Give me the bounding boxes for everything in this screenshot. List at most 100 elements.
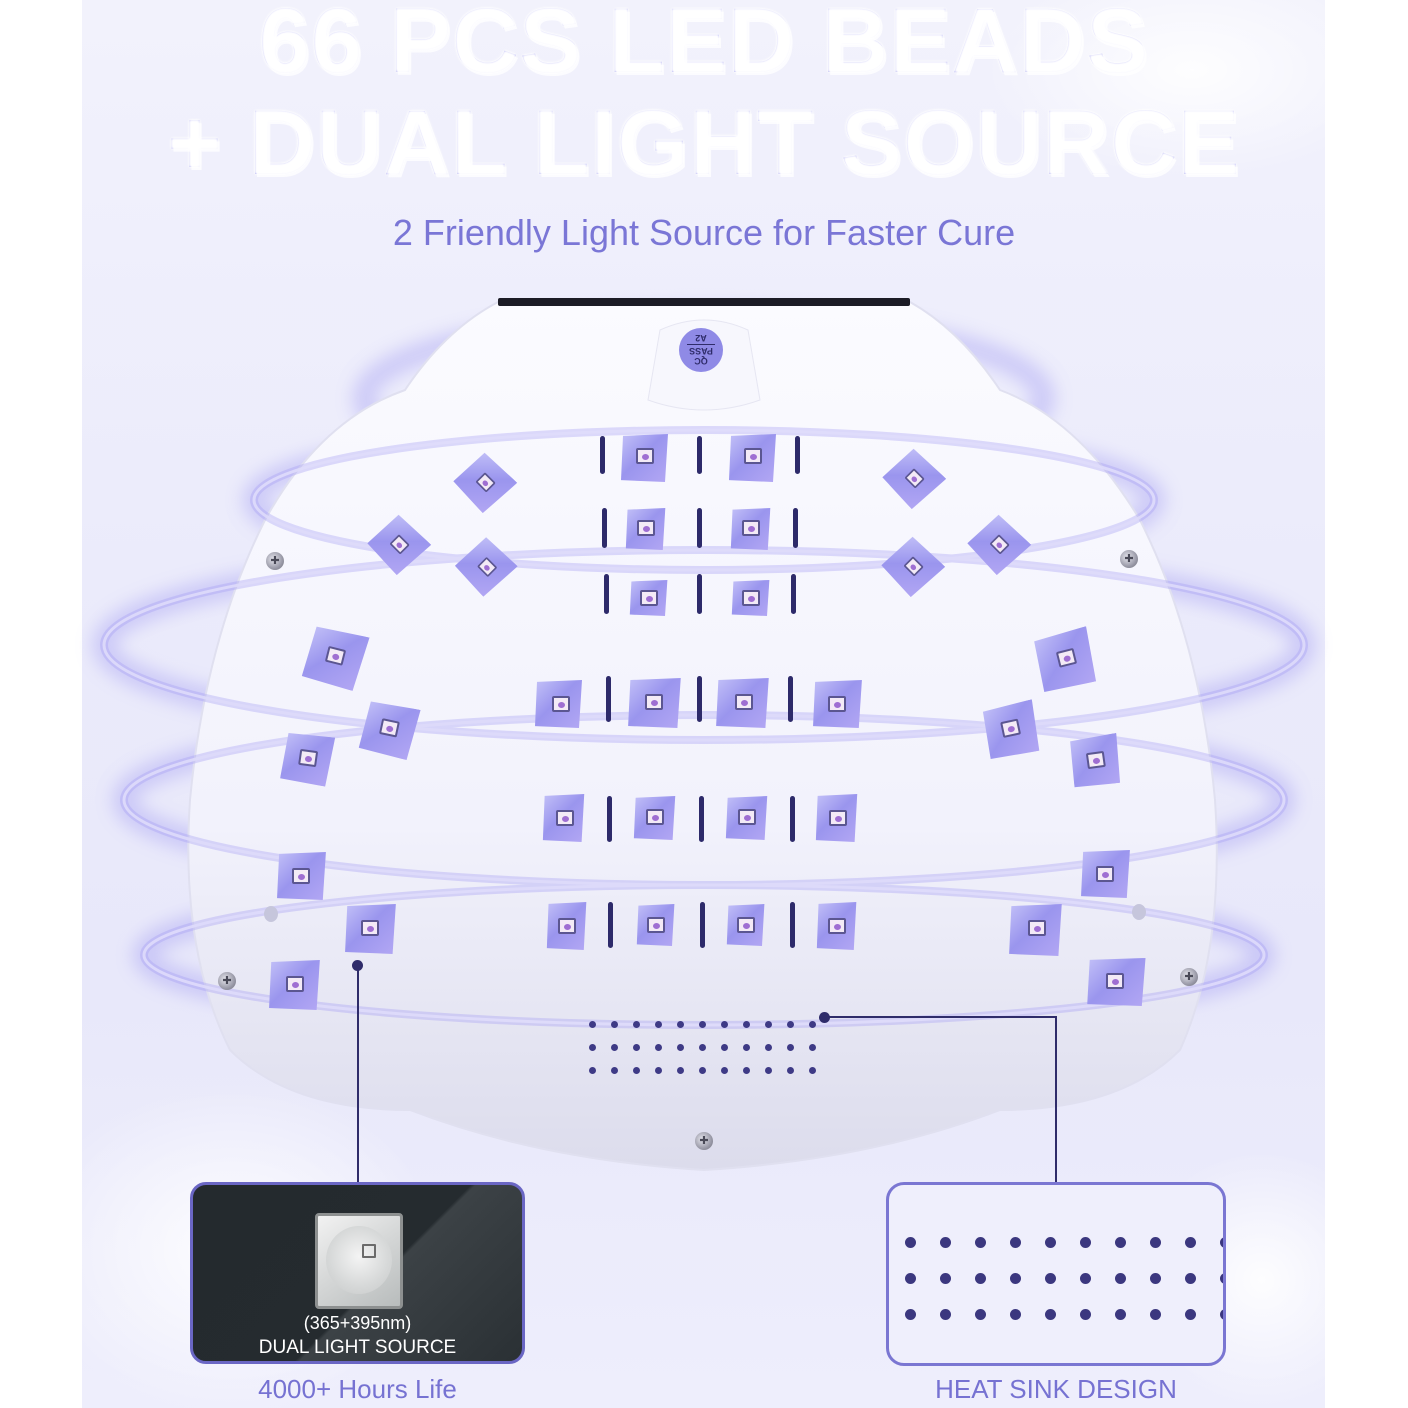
screw-icon: [1180, 968, 1198, 986]
vent-dot: [743, 1067, 750, 1074]
led-bead: [812, 680, 864, 728]
vent-dot: [699, 1067, 706, 1074]
vent-dot: [765, 1044, 772, 1051]
vent-dot: [1080, 1309, 1091, 1320]
vent-dot: [1010, 1237, 1021, 1248]
vent-slot: [790, 902, 795, 948]
vent-slot: [606, 676, 611, 722]
vent-slot: [790, 796, 795, 842]
qc-text: PASS: [689, 346, 713, 356]
callout-line: [826, 1016, 1056, 1018]
vent-slot: [791, 574, 796, 614]
led-bead: [730, 508, 772, 550]
vent-slot: [697, 436, 702, 474]
vent-dot: [699, 1044, 706, 1051]
screw-icon: [218, 972, 236, 990]
heat-sink-caption: HEAT SINK DESIGN: [935, 1374, 1177, 1404]
vent-dot: [765, 1021, 772, 1028]
led-bead: [636, 904, 676, 946]
led-bead: [627, 678, 683, 728]
led-bead: [1067, 733, 1125, 790]
vent-dot: [809, 1044, 816, 1051]
led-bead: [633, 796, 677, 840]
vent-slot: [600, 436, 605, 474]
led-bead: [629, 580, 669, 616]
vent-dot: [1045, 1273, 1056, 1284]
subtitle: 2 Friendly Light Source for Faster Cure: [392, 212, 1016, 253]
vent-dot: [940, 1309, 951, 1320]
vent-dot: [743, 1021, 750, 1028]
vent-dot: [787, 1044, 794, 1051]
mount-hole: [1132, 904, 1146, 920]
vent-dot: [721, 1021, 728, 1028]
vent-dot: [633, 1044, 640, 1051]
vent-dot: [975, 1273, 986, 1284]
led-bead: [731, 580, 771, 616]
vent-dot: [589, 1044, 596, 1051]
led-bead: [1086, 958, 1148, 1006]
screw-icon: [1120, 550, 1138, 568]
vent-slot: [700, 902, 705, 948]
vent-dot: [765, 1067, 772, 1074]
vent-slot: [602, 508, 607, 548]
vent-dot: [1045, 1237, 1056, 1248]
vent-dot: [809, 1021, 816, 1028]
vent-slot: [788, 676, 793, 722]
vent-dot: [1220, 1273, 1223, 1284]
led-bead: [1008, 904, 1064, 956]
led-bead: [815, 794, 859, 842]
vent-slot: [608, 902, 613, 948]
vent-dot: [677, 1021, 684, 1028]
vent-dot: [655, 1067, 662, 1074]
led-bead: [546, 902, 588, 950]
vent-dot: [611, 1044, 618, 1051]
vent-slot: [697, 508, 702, 548]
led-bead: [715, 678, 771, 728]
vent-dot: [1010, 1273, 1021, 1284]
vent-dot: [1080, 1273, 1091, 1284]
mount-hole: [264, 906, 278, 922]
vent-dot: [787, 1021, 794, 1028]
led-bead: [276, 852, 328, 900]
vent-dot: [633, 1021, 640, 1028]
vent-slot: [795, 436, 800, 474]
vent-dot: [940, 1273, 951, 1284]
vent-dot: [1220, 1309, 1223, 1320]
vent-dot: [940, 1237, 951, 1248]
vent-dot: [1010, 1309, 1021, 1320]
vent-dot: [787, 1067, 794, 1074]
screw-icon: [266, 552, 284, 570]
vent-dot: [1220, 1237, 1223, 1248]
vent-dot: [1115, 1237, 1126, 1248]
vent-dot: [699, 1021, 706, 1028]
vent-dot: [677, 1067, 684, 1074]
vent-dot: [809, 1067, 816, 1074]
vent-dot: [905, 1237, 916, 1248]
vent-dot: [1150, 1237, 1161, 1248]
vent-dot: [721, 1044, 728, 1051]
vent-dot: [975, 1237, 986, 1248]
led-bead: [620, 434, 670, 482]
callout-dot: [352, 960, 363, 971]
led-bead: [728, 434, 778, 482]
vent-dot: [905, 1273, 916, 1284]
vent-slot: [793, 508, 798, 548]
vent-dot: [905, 1309, 916, 1320]
qc-pass-sticker: QC PASS A2: [679, 328, 723, 372]
hours-life-caption: 4000+ Hours Life: [258, 1374, 457, 1404]
vent-dot: [677, 1044, 684, 1051]
led-bead: [726, 904, 766, 946]
callout-line: [1055, 1016, 1057, 1182]
vent-dot: [1185, 1237, 1196, 1248]
vent-dot: [1045, 1309, 1056, 1320]
led-bead: [534, 680, 584, 728]
vent-slot: [604, 574, 609, 614]
led-bead: [542, 794, 586, 842]
led-chip-closeup: [315, 1213, 403, 1309]
led-bead: [268, 960, 322, 1010]
vent-dot: [589, 1021, 596, 1028]
vent-dot: [655, 1021, 662, 1028]
vent-slot: [607, 796, 612, 842]
vent-dot: [633, 1067, 640, 1074]
vent-dot: [1115, 1309, 1126, 1320]
